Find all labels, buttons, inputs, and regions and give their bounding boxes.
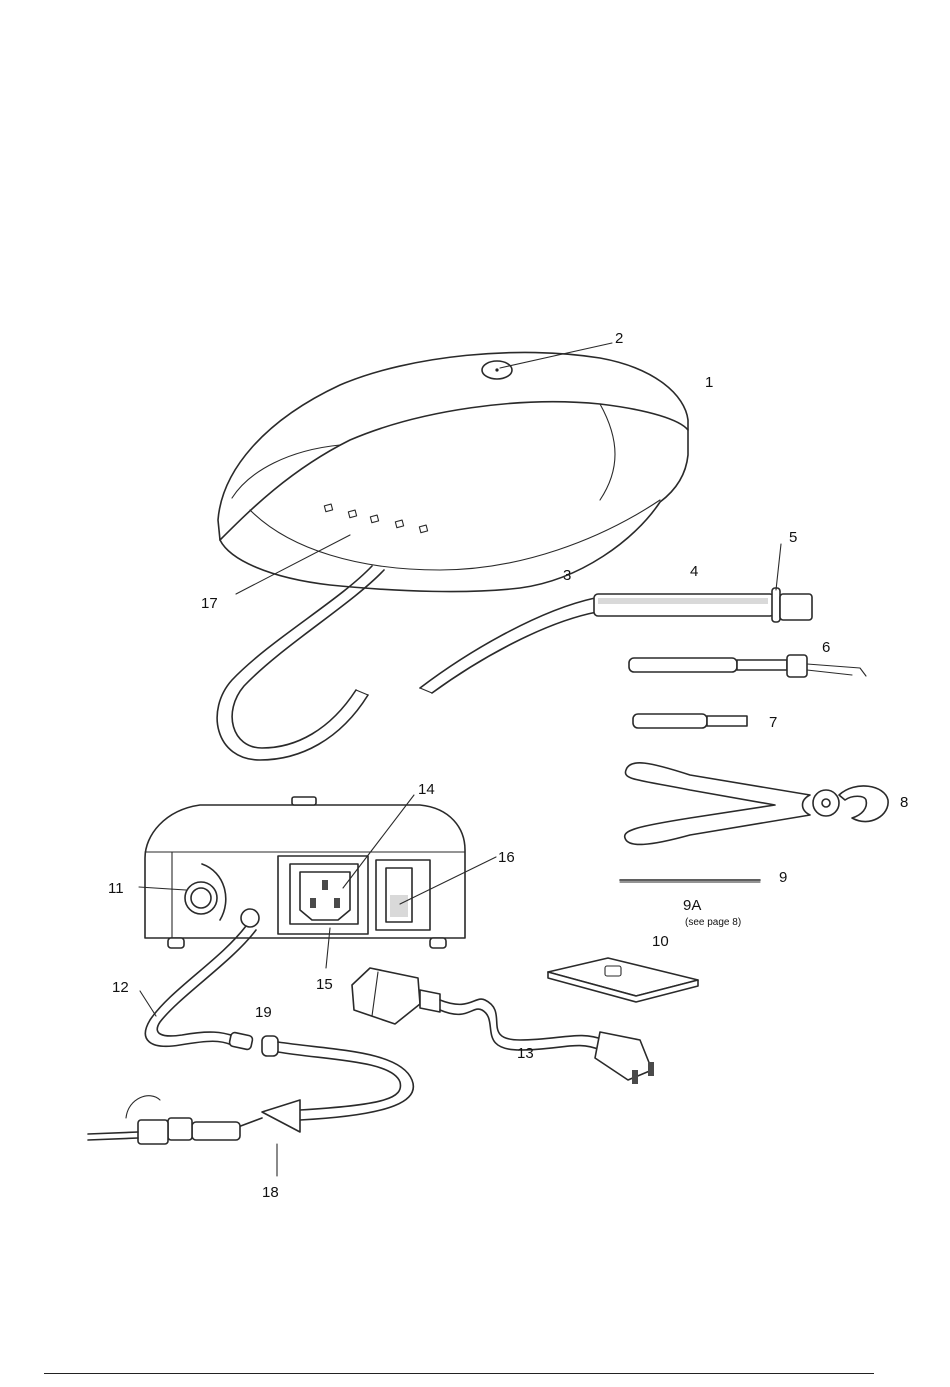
power-inlet-14 [278, 856, 368, 934]
pliers-8 [625, 763, 888, 845]
callout-8: 8 [900, 794, 908, 811]
main-unit [218, 352, 688, 591]
power-switch-16 [376, 860, 430, 930]
callout-14: 14 [418, 781, 435, 798]
pad-10 [548, 958, 698, 1002]
callout-15: 15 [316, 976, 333, 993]
callout-16: 16 [498, 849, 515, 866]
callout-9: 9 [779, 869, 787, 886]
handpiece [420, 588, 812, 693]
see-page-note: (see page 8) [685, 917, 741, 928]
cable-12 [145, 926, 256, 1050]
callout-3: 3 [563, 567, 571, 584]
callout-7: 7 [769, 714, 777, 731]
pin-7 [633, 714, 747, 728]
wire-9 [620, 880, 760, 882]
callout-17: 17 [201, 595, 218, 612]
callout-9a: 9A [683, 897, 701, 914]
callout-18: 18 [262, 1184, 279, 1201]
callout-13: 13 [517, 1045, 534, 1062]
connector-19 [262, 1036, 278, 1056]
control-unit-rear [145, 797, 465, 948]
main-unit-cable [217, 566, 384, 760]
callout-2: 2 [615, 330, 623, 347]
callout-1: 1 [705, 374, 713, 391]
callout-5: 5 [789, 529, 797, 546]
callout-19: 19 [255, 1004, 272, 1021]
callout-10: 10 [652, 933, 669, 950]
callout-12: 12 [112, 979, 129, 996]
tip-6 [629, 655, 866, 677]
callout-4: 4 [690, 563, 698, 580]
callout-11: 11 [108, 880, 124, 897]
callout-6: 6 [822, 639, 830, 656]
footer-rule [44, 1373, 874, 1374]
electrode-cable-18 [88, 1042, 413, 1144]
